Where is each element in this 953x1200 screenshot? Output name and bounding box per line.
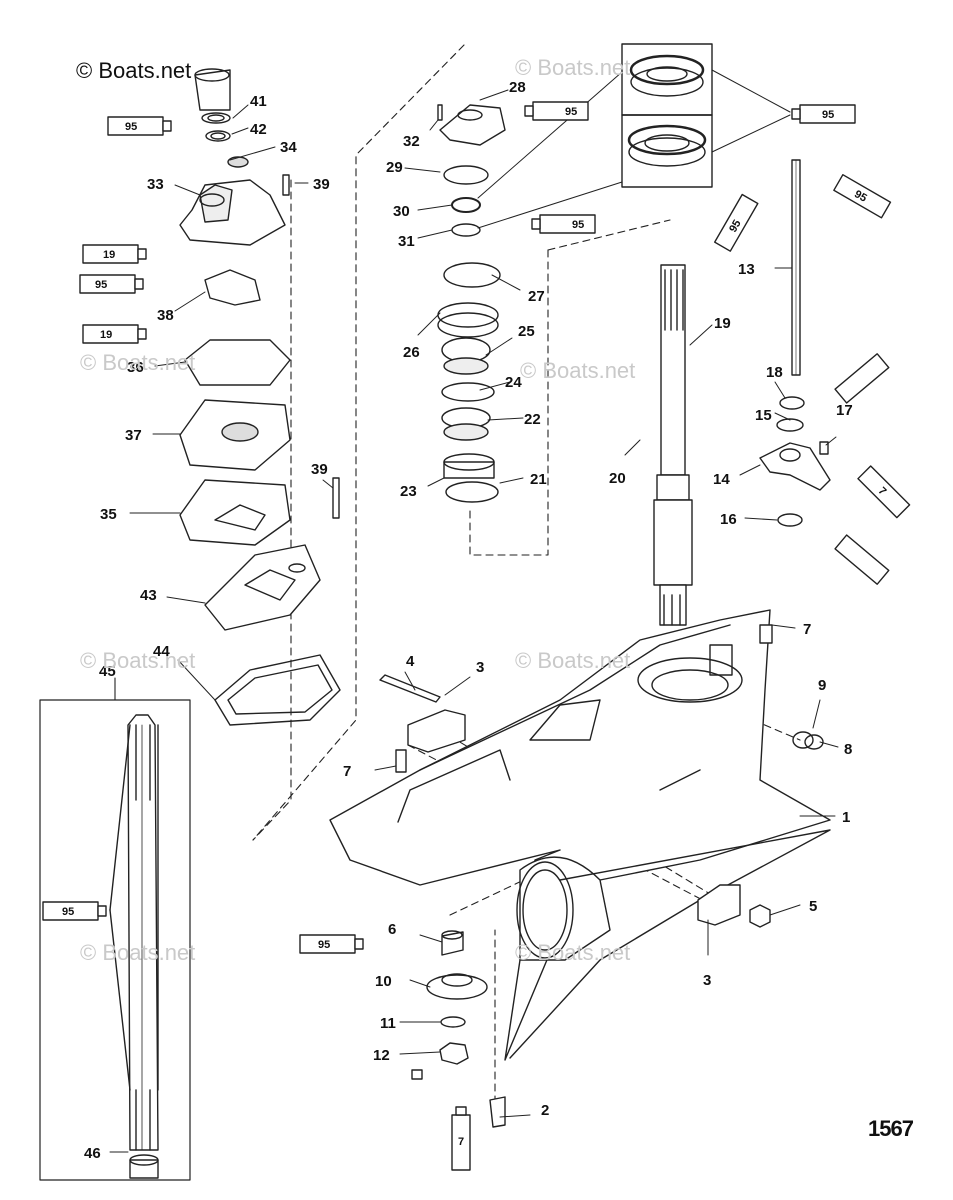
lubricant-tube-labels: 95 95 95 95 95 95 95 95 95 19 19 7 7	[62, 106, 888, 1148]
svg-text:95: 95	[822, 109, 834, 121]
svg-text:95: 95	[318, 939, 330, 951]
svg-text:15: 15	[755, 407, 772, 424]
svg-text:18: 18	[766, 364, 783, 381]
part-number-labels: 1 2 3 3 4 5 6 7 7 8 9 10 11 12 13 14 15 …	[84, 79, 853, 1162]
svg-text:39: 39	[313, 176, 330, 193]
svg-text:30: 30	[393, 203, 410, 220]
watermark: © Boats.net	[80, 940, 196, 965]
gear-housing-part-1	[329, 609, 831, 1061]
svg-text:39: 39	[311, 461, 328, 478]
svg-text:3: 3	[703, 972, 711, 989]
svg-text:95: 95	[95, 279, 107, 291]
svg-text:11: 11	[380, 1015, 396, 1032]
svg-text:27: 27	[528, 288, 545, 305]
svg-text:2: 2	[541, 1102, 549, 1119]
kit-shaft	[109, 714, 159, 1179]
svg-text:12: 12	[373, 1047, 390, 1064]
driveshaft-part-19	[653, 264, 693, 626]
watermark: © Boats.net	[515, 55, 631, 80]
svg-text:43: 43	[140, 587, 157, 604]
svg-text:5: 5	[809, 898, 817, 915]
svg-text:9: 9	[818, 677, 826, 694]
svg-text:3: 3	[476, 659, 484, 676]
watermark: © Boats.net	[80, 648, 196, 673]
svg-text:35: 35	[100, 506, 117, 523]
svg-text:46: 46	[84, 1145, 101, 1162]
svg-text:95: 95	[727, 218, 744, 235]
bearing-stack-parts	[437, 104, 506, 503]
svg-text:29: 29	[386, 159, 403, 176]
svg-text:33: 33	[147, 176, 164, 193]
seal-inset-boxes	[477, 43, 791, 229]
svg-text:10: 10	[375, 973, 392, 990]
svg-text:13: 13	[738, 261, 755, 278]
shift-parts	[379, 396, 831, 1128]
shift-shaft-part-13	[791, 159, 801, 376]
svg-text:31: 31	[398, 233, 415, 250]
svg-text:95: 95	[852, 188, 869, 205]
svg-text:36: 36	[127, 359, 144, 376]
svg-text:7: 7	[343, 763, 351, 780]
svg-text:16: 16	[720, 511, 737, 528]
svg-text:95: 95	[62, 906, 74, 918]
svg-text:23: 23	[400, 483, 417, 500]
watermark: © Boats.net	[515, 648, 631, 673]
svg-text:6: 6	[388, 921, 396, 938]
svg-text:22: 22	[524, 411, 541, 428]
svg-text:26: 26	[403, 344, 420, 361]
figure-number: 1567	[868, 1116, 914, 1141]
watermark: © Boats.net	[520, 358, 636, 383]
svg-text:17: 17	[836, 402, 853, 419]
svg-text:14: 14	[713, 471, 730, 488]
svg-text:19: 19	[714, 315, 731, 332]
svg-text:24: 24	[505, 374, 522, 391]
svg-text:44: 44	[153, 643, 170, 660]
svg-text:19: 19	[100, 329, 112, 341]
svg-text:95: 95	[572, 219, 584, 231]
copyright-notice: © Boats.net	[76, 58, 192, 83]
svg-text:8: 8	[844, 741, 852, 758]
svg-text:37: 37	[125, 427, 142, 444]
svg-text:32: 32	[403, 133, 420, 150]
svg-text:1: 1	[842, 809, 850, 826]
svg-text:4: 4	[406, 653, 415, 670]
watermark: © Boats.net	[515, 940, 631, 965]
svg-text:38: 38	[157, 307, 174, 324]
svg-text:42: 42	[250, 121, 267, 138]
svg-text:7: 7	[803, 621, 811, 638]
svg-text:21: 21	[530, 471, 547, 488]
svg-text:28: 28	[509, 79, 526, 96]
leader-lines	[109, 89, 839, 1153]
svg-text:95: 95	[565, 106, 577, 118]
svg-text:45: 45	[99, 663, 116, 680]
svg-text:20: 20	[609, 470, 626, 487]
water-pump-parts	[179, 68, 341, 726]
svg-text:34: 34	[280, 139, 297, 156]
lubricant-tubes	[42, 101, 911, 1171]
svg-text:41: 41	[250, 93, 267, 110]
svg-text:95: 95	[125, 121, 137, 133]
watermark: © Boats.net	[80, 350, 196, 375]
svg-text:7: 7	[458, 1136, 464, 1148]
svg-text:19: 19	[103, 249, 115, 261]
svg-text:25: 25	[518, 323, 535, 340]
